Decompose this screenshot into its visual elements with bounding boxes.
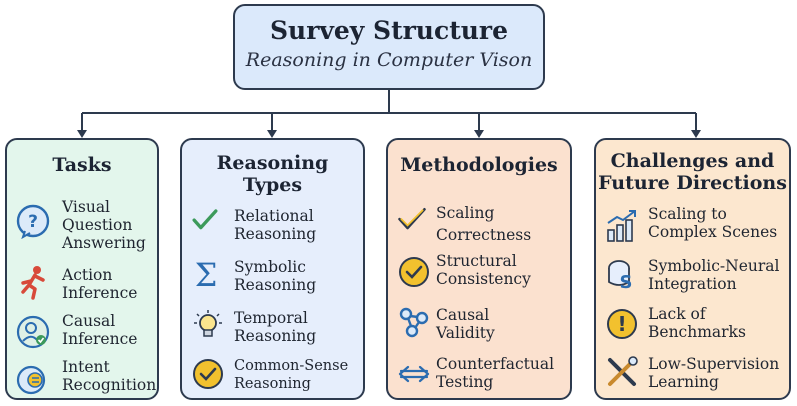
list-item: Relational Reasoning bbox=[182, 204, 363, 252]
growth-chart-icon bbox=[607, 210, 636, 242]
checkmark-icon bbox=[398, 208, 426, 230]
question-bubble-icon: ? bbox=[16, 204, 50, 239]
item-label: Causal Inference bbox=[62, 312, 138, 348]
double-arrow-icon bbox=[398, 365, 430, 383]
running-person-icon bbox=[21, 266, 45, 300]
check-circle-icon bbox=[193, 359, 223, 389]
item-label: Scaling to Complex Scenes bbox=[648, 205, 778, 241]
column-challenges: Challenges and Future Directions Scaling… bbox=[594, 138, 791, 400]
list-item: Common-Sense Reasoning bbox=[182, 352, 363, 400]
check-circle-icon bbox=[399, 257, 429, 287]
column-title: Challenges and Future Directions bbox=[598, 150, 787, 194]
list-item: Scaling Correctness bbox=[388, 200, 570, 248]
list-item: ? Visual Question Answering bbox=[7, 195, 157, 252]
symbolic-neural-icon: S bbox=[608, 260, 633, 292]
column-title: Tasks bbox=[52, 154, 112, 176]
item-label: Action Inference bbox=[62, 266, 138, 302]
root-subtitle: Reasoning in Computer Vison bbox=[245, 49, 533, 71]
item-label: Symbolic Reasoning bbox=[234, 258, 317, 294]
speech-dots-icon bbox=[16, 365, 46, 395]
list-item: Intent Recognition bbox=[7, 358, 157, 406]
item-label: Relational Reasoning bbox=[234, 207, 317, 243]
root-title: Survey Structure bbox=[269, 16, 509, 45]
list-item: Causal Validity bbox=[388, 304, 570, 352]
item-label: Causal Validity bbox=[436, 306, 495, 342]
list-item: Action Inference bbox=[7, 260, 157, 308]
list-item: Counterfactual Testing bbox=[388, 352, 570, 400]
svg-text:Σ: Σ bbox=[195, 256, 218, 292]
sigma-icon: Σ bbox=[195, 256, 218, 292]
list-item: Σ Symbolic Reasoning bbox=[182, 254, 363, 302]
svg-text:!: ! bbox=[617, 312, 626, 336]
item-label: Lack of Benchmarks bbox=[648, 305, 746, 341]
exclamation-circle-icon: ! bbox=[607, 309, 637, 339]
column-title: Reasoning Types bbox=[216, 152, 329, 196]
list-item: Structural Consistency bbox=[388, 252, 570, 300]
item-label: Low-Supervision Learning bbox=[648, 355, 780, 391]
list-item: Low-Supervision Learning bbox=[596, 352, 789, 400]
column-tasks: Tasks ? Visual Question Answering Action… bbox=[5, 138, 159, 400]
person-check-icon bbox=[16, 315, 50, 349]
tools-icon bbox=[608, 356, 638, 386]
item-label: Counterfactual Testing bbox=[436, 355, 555, 391]
root-node: Survey Structure Reasoning in Computer V… bbox=[233, 4, 545, 90]
network-nodes-icon bbox=[399, 307, 429, 338]
list-item: ! Lack of Benchmarks bbox=[596, 304, 789, 352]
item-label: Scaling Correctness bbox=[436, 204, 532, 244]
item-label: Structural Consistency bbox=[436, 252, 531, 288]
item-label: Temporal Reasoning bbox=[234, 309, 317, 345]
list-item: Scaling to Complex Scenes bbox=[596, 204, 789, 252]
column-reasoning-types: Reasoning Types Relational Reasoning Σ S… bbox=[180, 138, 365, 400]
item-label: Intent Recognition bbox=[62, 358, 157, 394]
item-label: Symbolic-Neural Integration bbox=[648, 257, 780, 293]
svg-text:S: S bbox=[620, 272, 633, 292]
item-label: Visual Question Answering bbox=[62, 198, 146, 252]
list-item: Temporal Reasoning bbox=[182, 304, 363, 352]
item-label: Common-Sense Reasoning bbox=[234, 358, 349, 392]
svg-text:?: ? bbox=[28, 212, 38, 232]
checkmark-icon bbox=[192, 209, 218, 230]
column-methodologies: Methodologies Scaling Correctness Struct… bbox=[386, 138, 572, 400]
list-item: Causal Inference bbox=[7, 312, 157, 360]
list-item: S Symbolic-Neural Integration bbox=[596, 254, 789, 302]
lightbulb-icon bbox=[194, 310, 222, 337]
column-title: Methodologies bbox=[400, 154, 558, 176]
